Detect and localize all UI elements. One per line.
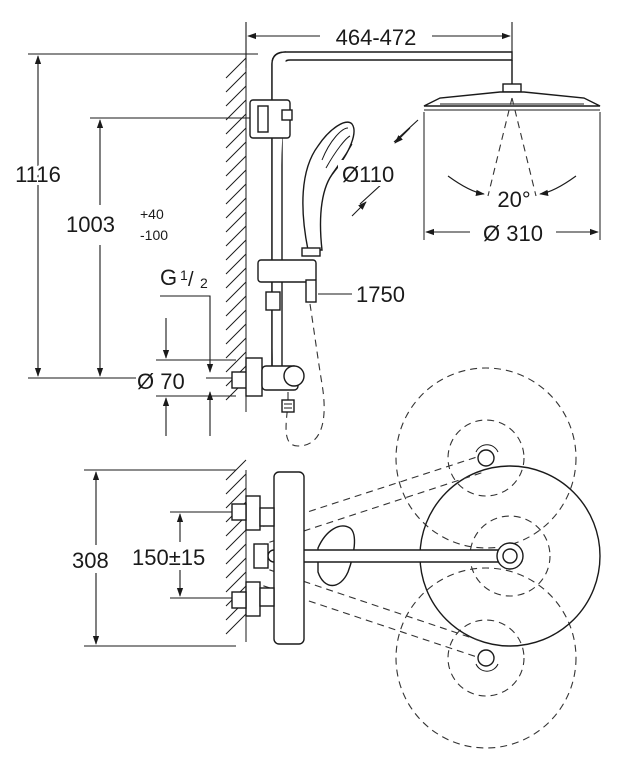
- thermostat-plan: [231, 471, 305, 645]
- hand-shower: [301, 121, 355, 257]
- hatch-line: [225, 267, 247, 289]
- wall-hatching-upper: [225, 57, 247, 412]
- hatch-line: [225, 309, 247, 331]
- hatch-line: [225, 239, 247, 261]
- hatch-line: [225, 113, 247, 135]
- total-height-dimension: 1116: [12, 53, 258, 379]
- hatch-line: [225, 169, 247, 191]
- mixer-height-tol-minus: -100: [140, 227, 168, 243]
- thermostat-side: [231, 357, 305, 413]
- hatch-line: [225, 459, 247, 481]
- wall-rosette-dimension: Ø 70: [136, 318, 236, 436]
- hatch-line: [225, 529, 247, 551]
- thread-denominator: 2: [200, 275, 208, 291]
- hand-shower-label: Ø110: [342, 162, 394, 187]
- hatch-line: [225, 323, 247, 345]
- thread-numerator: 1: [180, 267, 188, 283]
- hatch-line: [225, 253, 247, 275]
- hatch-line: [225, 295, 247, 317]
- head-tilt-angle: 20°: [447, 97, 577, 212]
- hatch-line: [225, 211, 247, 233]
- shower-riser-pipe: [249, 51, 513, 371]
- hatch-line: [225, 557, 247, 579]
- arm-plan-view: [267, 525, 524, 587]
- hatch-line: [225, 337, 247, 359]
- head-diameter-dimension: Ø 310: [425, 221, 599, 246]
- thread-slash: /: [188, 269, 194, 291]
- hand-shower-dimension: Ø110: [338, 119, 419, 217]
- inlet-spacing-dimension: 150±15: [130, 511, 236, 599]
- head-angle-label: 20°: [497, 187, 530, 212]
- width-range-label: 464-472: [336, 25, 417, 50]
- thread-size-label-group: G 1 / 2: [160, 265, 214, 436]
- mixer-depth-label: 308: [72, 548, 109, 573]
- hatch-line: [225, 127, 247, 149]
- mixer-height-tol-plus: +40: [140, 206, 164, 222]
- hatch-line: [225, 543, 247, 565]
- hatch-line: [225, 487, 247, 509]
- mixer-depth-dimension: 308: [70, 469, 236, 647]
- head-diameter-label: Ø 310: [483, 221, 543, 246]
- hatch-line: [225, 85, 247, 107]
- wall-hatching-lower: [225, 459, 247, 642]
- hatch-line: [225, 613, 247, 635]
- hatch-line: [225, 281, 247, 303]
- hose-length-label: 1750: [356, 282, 405, 307]
- head-shower: [423, 60, 601, 240]
- hatch-line: [225, 99, 247, 121]
- hatch-line: [225, 351, 247, 373]
- inlet-spacing-label: 150±15: [132, 545, 205, 570]
- hatch-line: [225, 183, 247, 205]
- mixer-height-label: 1003: [66, 212, 115, 237]
- hatch-line: [225, 71, 247, 93]
- hatch-line: [225, 225, 247, 247]
- hatch-line: [225, 141, 247, 163]
- hatch-line: [225, 473, 247, 495]
- hatch-line: [225, 571, 247, 593]
- hatch-line: [225, 57, 247, 79]
- mixer-height-dimension: 1003 +40 -100: [62, 117, 268, 377]
- slider-and-hose: 1750: [257, 259, 405, 447]
- hatch-line: [225, 155, 247, 177]
- total-height-label: 1116: [15, 162, 61, 187]
- wall-rosette-label: Ø 70: [137, 369, 185, 394]
- hatch-line: [225, 197, 247, 219]
- thread-main-label: G: [160, 265, 177, 290]
- width-dimension: 464-472: [245, 22, 513, 80]
